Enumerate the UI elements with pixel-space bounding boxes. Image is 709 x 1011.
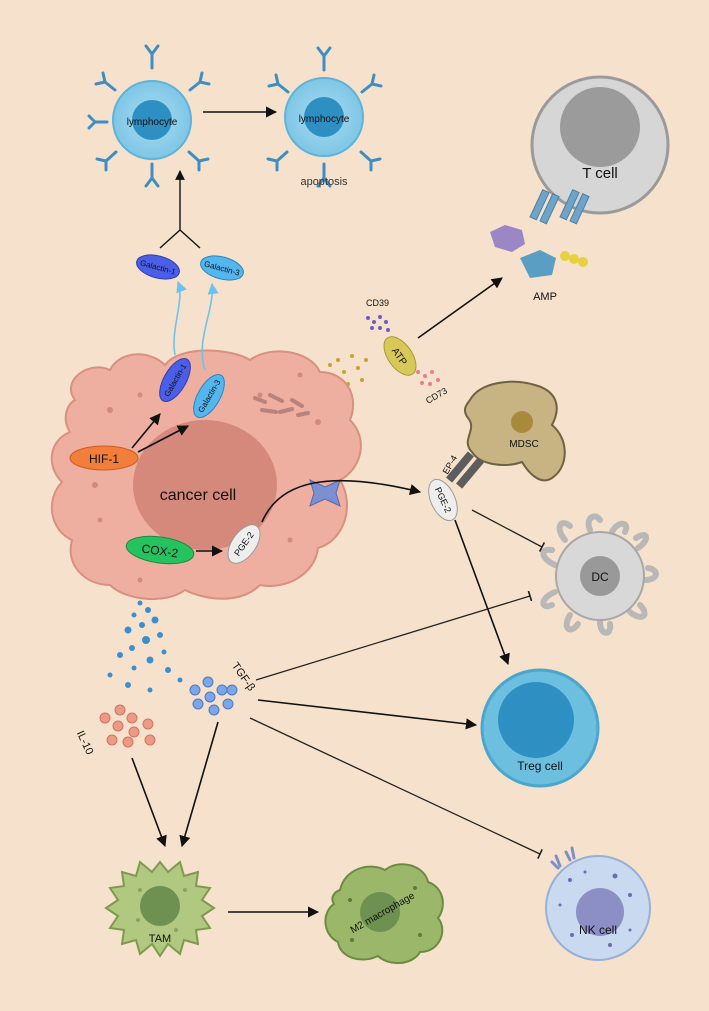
svg-text:HIF-1: HIF-1: [89, 452, 119, 466]
dc-cell: DC: [540, 513, 659, 636]
pge2-dc-inhibition: [471, 509, 546, 552]
pge2-cell: PGE-2: [227, 524, 261, 564]
hif1-galactin3-arrow: [137, 425, 189, 453]
treg-cell: Treg cell: [480, 668, 600, 788]
svg-text:MDSC: MDSC: [509, 439, 538, 450]
apoptosis-label: apoptosis: [300, 176, 348, 188]
cox2-molecule: COX-2: [125, 535, 195, 565]
pge2-transporter: [309, 479, 341, 507]
hif1-molecule: HIF-1: [69, 445, 139, 471]
tam-cell: TAM: [104, 860, 216, 958]
mdsc-cell: MDSC: [463, 380, 566, 482]
galactin-3-secretion-arrow: [201, 282, 219, 371]
t-cell-label: T cell: [582, 165, 618, 182]
il10-label: IL-10: [74, 729, 95, 757]
cancer-cell: cancer cell: [50, 349, 362, 601]
tgfb-tam-arrow: [179, 721, 219, 848]
lymphocyte-1-label: lymphocyte: [127, 117, 178, 128]
pge2-export-arrow: [261, 479, 422, 523]
svg-text:CD39: CD39: [366, 298, 389, 308]
galactin-1-secretion-arrow: [173, 280, 187, 356]
svg-text:Treg cell: Treg cell: [517, 759, 563, 773]
galactin-3-top: Galactin-3: [200, 255, 244, 281]
cancer-cell-label: cancer cell: [160, 487, 236, 504]
tgfb-nk-inhibition: [249, 717, 543, 860]
svg-text:NK cell: NK cell: [579, 923, 617, 937]
atp-to-amp-arrow: [417, 277, 503, 339]
pge2-treg-arrow: [454, 519, 510, 666]
galactin-1-top: Galactin-1: [136, 254, 180, 280]
lymphocyte-cell-2: lymphocyte apoptosis: [266, 46, 383, 188]
cytokine-dots: [107, 600, 183, 693]
t-cell: T cell: [529, 75, 670, 225]
amp-molecule: AMP: [490, 225, 588, 303]
nk-cell: NK cell: [545, 846, 651, 961]
tgfb-treg-arrow: [257, 699, 478, 730]
hif1-galactin1-arrow: [131, 413, 161, 449]
m2-macrophage-cell: M2 macrophage: [324, 863, 444, 964]
tgfb-dc-inhibition: [255, 590, 533, 681]
svg-text:CD73: CD73: [424, 386, 449, 406]
lymphocyte-2-label: lymphocyte: [299, 114, 350, 125]
il10-cluster: [99, 704, 156, 748]
tgfb-cluster: [189, 676, 238, 716]
il10-tam-arrow: [131, 757, 167, 848]
pge2-right: PGE-2: [428, 478, 458, 522]
svg-text:TAM: TAM: [149, 933, 171, 945]
lymphocyte-cell-1: lymphocyte: [87, 44, 211, 188]
galactin-fork: [159, 170, 201, 249]
svg-text:COX-2: COX-2: [141, 542, 180, 561]
svg-text:AMP: AMP: [533, 291, 557, 303]
svg-text:DC: DC: [591, 570, 609, 584]
